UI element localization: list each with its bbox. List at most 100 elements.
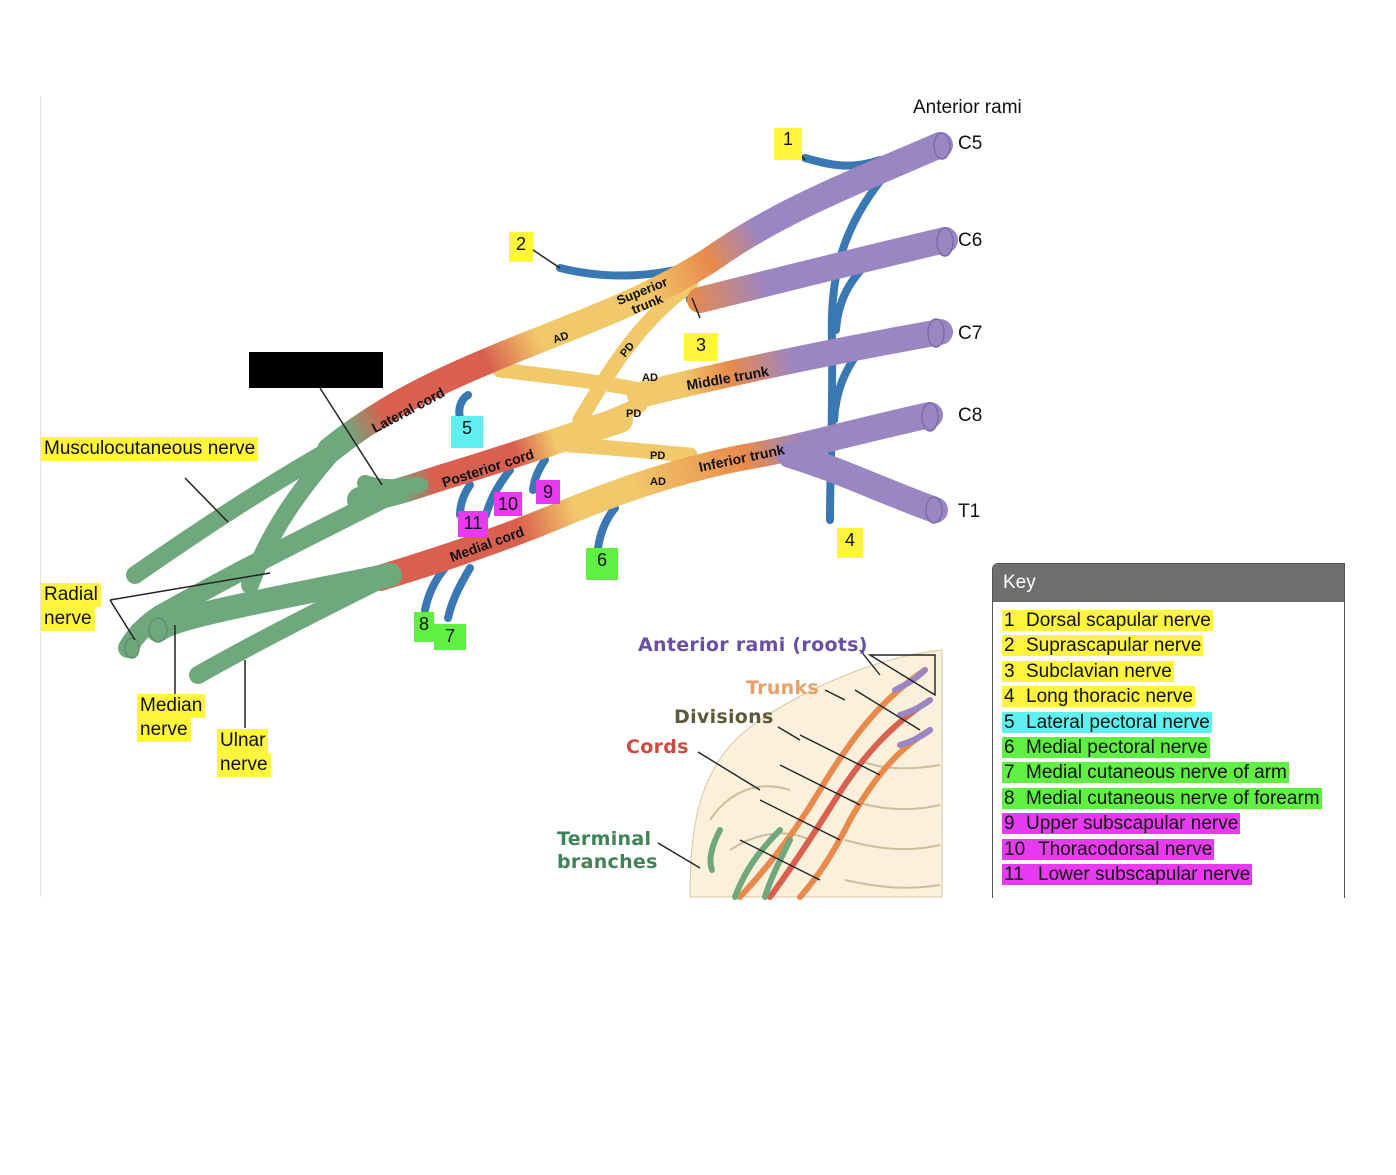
median-nerve-shape [146,563,402,642]
key-item: 3 Subclavian nerve [993,659,1344,684]
key-item: 5 Lateral pectoral nerve [993,710,1344,735]
marker-7: 7 [434,624,466,650]
ad-label-3: AD [650,476,666,488]
inset-figure [657,649,943,900]
median-lateral-root [241,446,339,594]
main-nerves [317,132,958,591]
key-item-text: Lower subscapular nerve [1038,863,1251,885]
page-edge-line [40,97,41,897]
key-item-number: 8 [1004,787,1015,809]
lateral-pectoral-branch [455,391,472,422]
root-c7: C7 [958,323,983,344]
root-t1: T1 [958,501,981,522]
key-item-highlight: 1 Dorsal scapular nerve [1002,610,1213,631]
key-item-highlight: 3 Subclavian nerve [1002,660,1174,682]
nerve-ends [124,132,954,659]
key-item: 4 Long thoracic nerve [993,684,1344,709]
key-item-highlight: 11 Lower subscapular nerve [1002,863,1253,885]
marker-8: 8 [414,612,434,642]
key-item-number: 7 [1004,762,1015,784]
marker-5: 5 [451,416,483,448]
root-c6: C6 [958,230,983,251]
key-item-number: 9 [1004,813,1015,835]
key-item-highlight: 8 Medial cutaneous nerve of forearm [1002,787,1322,809]
key-item-text: Upper subscapular nerve [1026,813,1239,835]
key-item-number: 3 [1004,660,1015,682]
key-item-highlight: 9 Upper subscapular nerve [1002,813,1241,835]
key-item-number: 1 [1004,610,1015,631]
key-item-number: 6 [1004,736,1015,758]
key-item: 7 Medial cutaneous nerve of arm [993,760,1344,785]
inferior-posterior-division [562,437,698,463]
key-item-number: 2 [1004,635,1015,657]
t1-root [777,442,948,523]
key-title: Key [993,564,1344,602]
key-item: 1 Dorsal scapular nerve [993,608,1344,633]
musculocutaneous-label: Musculocutaneous nerve [41,437,259,461]
key-item-highlight: 10 Thoracodorsal nerve [1002,838,1215,860]
c8-t1-inferior-medial [367,402,943,591]
axillary-stub [357,475,428,496]
marker-1: 1 [774,128,802,160]
pd-label-3: PD [650,450,666,462]
key-item-text: Medial cutaneous nerve of arm [1026,762,1287,784]
inset-terminal-label-1: Terminal [557,828,652,850]
terminal-branches [118,441,428,684]
inset-roots-label: Anterior rami (roots) [638,634,868,656]
ulnar-label-2: nerve [217,753,271,777]
key-item-highlight: 7 Medial cutaneous nerve of arm [1002,762,1289,784]
musculocutaneous-nerve-shape [126,441,339,584]
superior-posterior-division [572,277,698,428]
median-label-2: nerve [137,718,191,742]
redacted-label [249,352,383,388]
key-item: 6 Medial pectoral nerve [993,735,1344,760]
median-label-1: Median [137,694,206,718]
key-item-highlight: 4 Long thoracic nerve [1002,686,1195,708]
marker-4: 4 [837,528,863,558]
inset-trunks-label: Trunks [746,677,820,699]
key-item: 9 Upper subscapular nerve [993,811,1344,836]
key-item-text: Lateral pectoral nerve [1026,711,1210,733]
root-c8: C8 [958,405,983,426]
marker-10: 10 [494,492,522,516]
key-item-text: Medial pectoral nerve [1026,736,1208,758]
key-item-text: Thoracodorsal nerve [1038,838,1213,860]
radial-nerve-shape [118,480,410,658]
c6-root [687,227,958,313]
key-item-number: 4 [1004,686,1015,708]
marker-3: 3 [684,333,718,361]
key-item-text: Dorsal scapular nerve [1026,610,1211,631]
key-item-highlight: 6 Medial pectoral nerve [1002,736,1210,758]
key-item-number: 11 [1004,863,1024,885]
marker-2: 2 [509,232,533,262]
c7-middle-trunk [627,319,953,408]
middle-anterior-division [492,362,648,398]
radial-label-1: Radial [41,583,101,607]
c5-superior-lateral [317,132,953,463]
key-item-highlight: 5 Lateral pectoral nerve [1002,711,1212,733]
med-cut-arm-branch [444,564,474,622]
anterior-rami-label: Anterior rami [913,97,1022,118]
key-item: 8 Medial cutaneous nerve of forearm [993,786,1344,811]
root-c5: C5 [958,133,983,154]
radial-label-2: nerve [41,607,95,631]
key-item-number: 10 [1004,838,1026,860]
key-item-text: Long thoracic nerve [1026,686,1193,708]
key-item: 11 Lower subscapular nerve [993,862,1344,887]
inset-cords-label: Cords [626,736,689,758]
key-item-number: 5 [1004,711,1015,733]
marker-6: 6 [586,548,618,580]
marker-9: 9 [536,480,560,504]
key-item-text: Medial cutaneous nerve of forearm [1026,787,1320,809]
pd-label-2: PD [626,408,642,420]
ad-label-2: AD [642,372,658,384]
inset-divisions-label: Divisions [674,706,774,728]
key-item-text: Subclavian nerve [1026,660,1172,682]
medial-pectoral-branch [594,504,619,552]
